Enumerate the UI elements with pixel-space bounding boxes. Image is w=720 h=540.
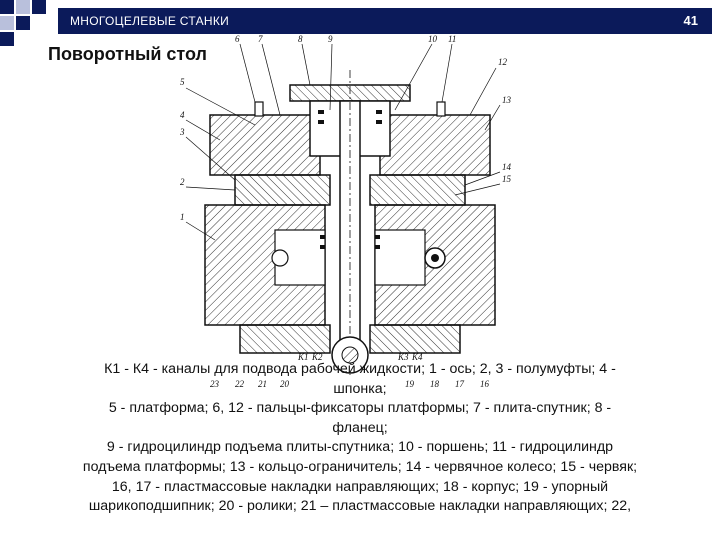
caption-line: шарикоподшипник; 20 - ролики; 21 – пласт…	[88, 498, 632, 515]
callout-6: 6	[235, 34, 240, 44]
callout-11: 11	[448, 34, 456, 44]
corner-square-light	[0, 16, 14, 30]
callout-9: 9	[328, 34, 333, 44]
header-title: МНОГОЦЕЛЕВЫЕ СТАНКИ	[70, 14, 230, 28]
corner-square-dark	[16, 16, 30, 30]
callout-7: 7	[258, 34, 263, 44]
callout-16: 16	[480, 379, 490, 389]
caption-line: 5 - платформа; 6, 12 - пальцы-фиксаторы …	[108, 400, 612, 417]
channel-k3: К3	[397, 352, 409, 362]
callout-18: 18	[430, 379, 440, 389]
corner-square-dark	[32, 0, 46, 14]
callout-13: 13	[502, 95, 512, 105]
channel-k1: К1	[297, 352, 308, 362]
callout-21: 21	[258, 379, 267, 389]
page-number: 41	[683, 13, 698, 28]
caption-line: 16, 17 - пластмассовые накладки направля…	[111, 478, 609, 495]
caption-line: подъема платформы; 13 - кольцо-ограничит…	[82, 458, 638, 475]
corner-decoration	[0, 0, 60, 50]
callout-1: 1	[180, 212, 185, 222]
base-left	[239, 324, 331, 354]
callout-17: 17	[455, 379, 465, 389]
roller-left	[271, 249, 289, 267]
caption-line: 9 - гидроцилиндр подъема плиты-спутника;…	[106, 439, 614, 456]
callout-3: 3	[180, 127, 185, 137]
callout-15: 15	[502, 174, 512, 184]
channel-k4: К4	[411, 352, 423, 362]
callout-20: 20	[280, 379, 290, 389]
corner-square-light	[16, 0, 30, 14]
callout-4: 4	[180, 110, 185, 120]
header-bar: МНОГОЦЕЛЕВЫЕ СТАНКИ 41	[58, 8, 712, 34]
platform-right	[379, 114, 491, 176]
callout-14: 14	[502, 162, 512, 172]
corner-square-dark	[0, 0, 14, 14]
base-right	[369, 324, 461, 354]
caption-line: К1 - К4 - каналы для подвода рабочей жид…	[104, 361, 616, 377]
callout-10: 10	[428, 34, 438, 44]
channel-k2: К2	[311, 352, 323, 362]
callout-2: 2	[180, 177, 185, 187]
corner-square-dark	[0, 32, 14, 46]
callout-19: 19	[405, 379, 415, 389]
platform-left	[209, 114, 321, 176]
caption-line: фланец;	[332, 419, 388, 436]
callout-23: 23	[210, 379, 220, 389]
coupling-right	[369, 174, 466, 206]
slide-title: Поворотный стол	[46, 44, 209, 65]
caption-line: шпонка;	[333, 380, 387, 397]
callout-22: 22	[235, 379, 245, 389]
callout-8: 8	[298, 34, 303, 44]
callout-12: 12	[498, 57, 508, 67]
caption: К1 - К4 - каналы для подвода рабочей жид…	[0, 360, 720, 517]
callout-5: 5	[180, 77, 185, 87]
coupling-left	[234, 174, 331, 206]
rotary-table-drawing: 6 7 8 9 10 11 12 13 14 15 5 4 3 2 1 23 2…	[180, 34, 512, 389]
